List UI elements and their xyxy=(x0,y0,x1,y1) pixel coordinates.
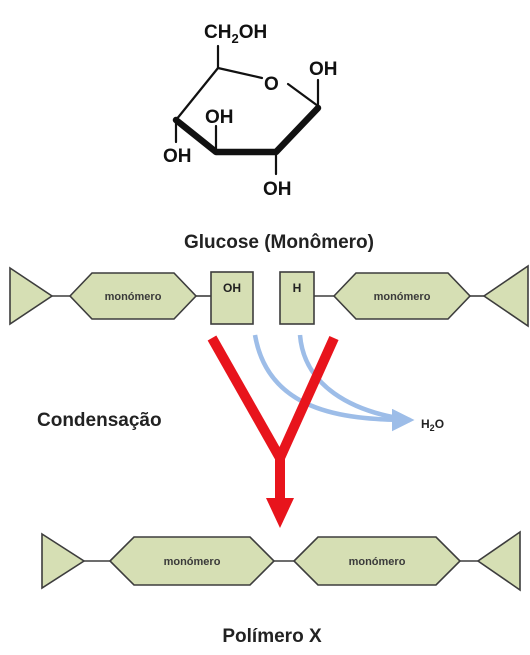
bond-c5-c4 xyxy=(174,66,220,122)
water-arrow-from-h xyxy=(297,334,411,423)
monomer-row: monómero OH H monómero xyxy=(9,264,529,328)
condensation-arrow-head xyxy=(266,498,294,528)
water-release-arrows xyxy=(252,334,415,432)
polymer-monomer-2-label: monómero xyxy=(349,556,406,568)
bond-o-c1 xyxy=(286,82,320,108)
monomer-right xyxy=(332,272,472,320)
polymer-monomer-1 xyxy=(108,536,276,586)
glucose-caption: Glucose (Monômero) xyxy=(184,232,374,253)
ch2oh-label: CH2OH xyxy=(204,22,267,46)
monomer-left-label: monómero xyxy=(105,291,162,303)
c1-hydroxyl-label: OH xyxy=(309,59,338,80)
polymer-row: monómero monómero xyxy=(41,530,521,592)
hydrogen-group-box xyxy=(279,271,315,325)
glucose-structure: CH2OH O OH OH OH OH Glucose (Monômero) xyxy=(163,22,374,253)
condensation-label: Condensação xyxy=(37,410,162,431)
chain-end-right xyxy=(482,264,529,328)
polymer-caption: Polímero X xyxy=(222,626,322,647)
monomer-left xyxy=(68,272,198,320)
polymer-end-right xyxy=(476,530,521,592)
water-arrow-from-oh xyxy=(252,334,415,432)
hydroxyl-group-label: OH xyxy=(223,281,241,295)
polymer-monomer-2 xyxy=(292,536,462,586)
chain-end-left xyxy=(9,266,54,326)
bond-front-edge xyxy=(172,104,322,156)
water-label: H2O xyxy=(421,417,444,433)
condensation-arrow xyxy=(207,335,339,528)
polymer-end-left xyxy=(41,532,86,590)
monomer-right-label: monómero xyxy=(374,291,431,303)
hydroxyl-group-box xyxy=(210,271,254,325)
bond-c5-o xyxy=(216,66,264,80)
c4-hydroxyl-label: OH xyxy=(163,146,192,167)
c3-hydroxyl-label: OH xyxy=(205,107,234,128)
ring-oxygen-label: O xyxy=(264,74,279,95)
polymer-monomer-1-label: monómero xyxy=(164,556,221,568)
hydrogen-group-label: H xyxy=(293,281,302,295)
c2-hydroxyl-label: OH xyxy=(263,179,292,200)
